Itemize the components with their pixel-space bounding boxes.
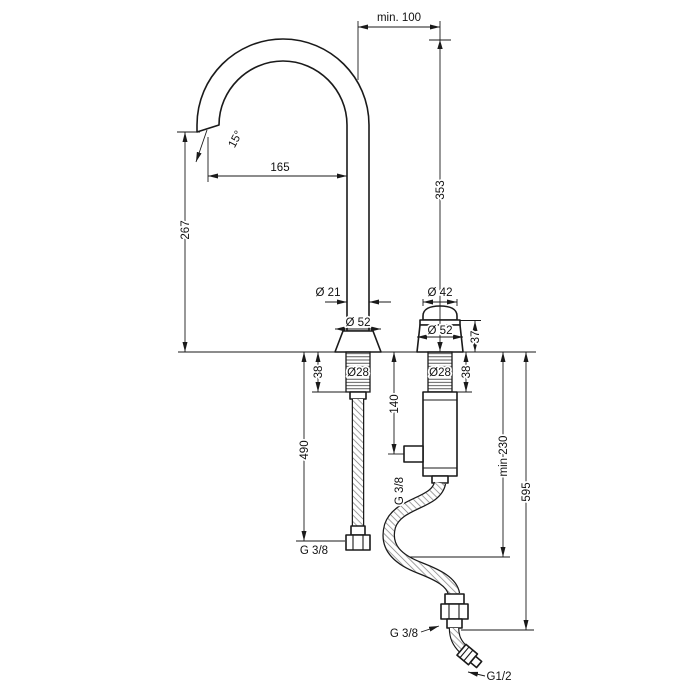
hose-collar bbox=[349, 391, 367, 400]
label-min-clearance: min. 100 bbox=[377, 12, 421, 24]
label-spout-pipe-dia: Ø 21 bbox=[316, 287, 341, 299]
hose-joint-nut bbox=[440, 603, 469, 620]
label-spout-base-dia: Ø 52 bbox=[346, 317, 371, 329]
supply-tail-hose bbox=[448, 627, 483, 669]
valve-outlet-hose bbox=[382, 475, 469, 629]
label-outlet-height: 267 bbox=[180, 220, 192, 239]
label-spout-shank-len: 38 bbox=[313, 366, 325, 379]
hose-joint-sleeve bbox=[444, 593, 465, 605]
label-min-hose-space: min 230 bbox=[498, 436, 510, 477]
spout-supply-hose bbox=[345, 391, 371, 551]
label-outlet-hose-thread: G 3/8 bbox=[390, 628, 418, 640]
hose-joint-collar bbox=[446, 618, 463, 629]
label-hose-total-len: 595 bbox=[521, 482, 533, 501]
dimension-labels: min. 100 353 267 15° 165 Ø 21 Ø 42 Ø 52 … bbox=[178, 10, 535, 685]
label-supply-thread: G1/2 bbox=[487, 671, 512, 683]
spout-body bbox=[196, 38, 382, 353]
label-handle-base-dia: Ø 52 bbox=[428, 325, 453, 337]
spout-shank bbox=[345, 351, 371, 393]
label-spout-reach: 165 bbox=[270, 162, 289, 174]
label-handle-height: 37 bbox=[470, 331, 482, 344]
label-handle-shank-len: 38 bbox=[461, 366, 473, 379]
supply-end-nut bbox=[456, 643, 483, 669]
label-handle-shank-dia: Ø28 bbox=[429, 367, 451, 379]
label-spout-hose-thread: G 3/8 bbox=[300, 545, 328, 557]
label-spout-angle: 15° bbox=[227, 129, 246, 150]
hose-end-sleeve bbox=[350, 525, 366, 536]
valve-side-port bbox=[403, 445, 424, 463]
label-spout-shank-dia: Ø28 bbox=[347, 367, 369, 379]
label-spout-hose-len: 490 bbox=[299, 440, 311, 459]
label-handle-dia: Ø 42 bbox=[428, 287, 453, 299]
dimension-lines bbox=[177, 21, 534, 677]
label-total-height: 353 bbox=[435, 180, 447, 199]
label-valve-port-thread: G 3/8 bbox=[394, 477, 406, 505]
hose-end-nut bbox=[345, 534, 371, 551]
label-valve-port-depth: 140 bbox=[389, 394, 401, 413]
valve-body bbox=[403, 391, 458, 477]
spout-base-escutcheon bbox=[334, 330, 382, 353]
